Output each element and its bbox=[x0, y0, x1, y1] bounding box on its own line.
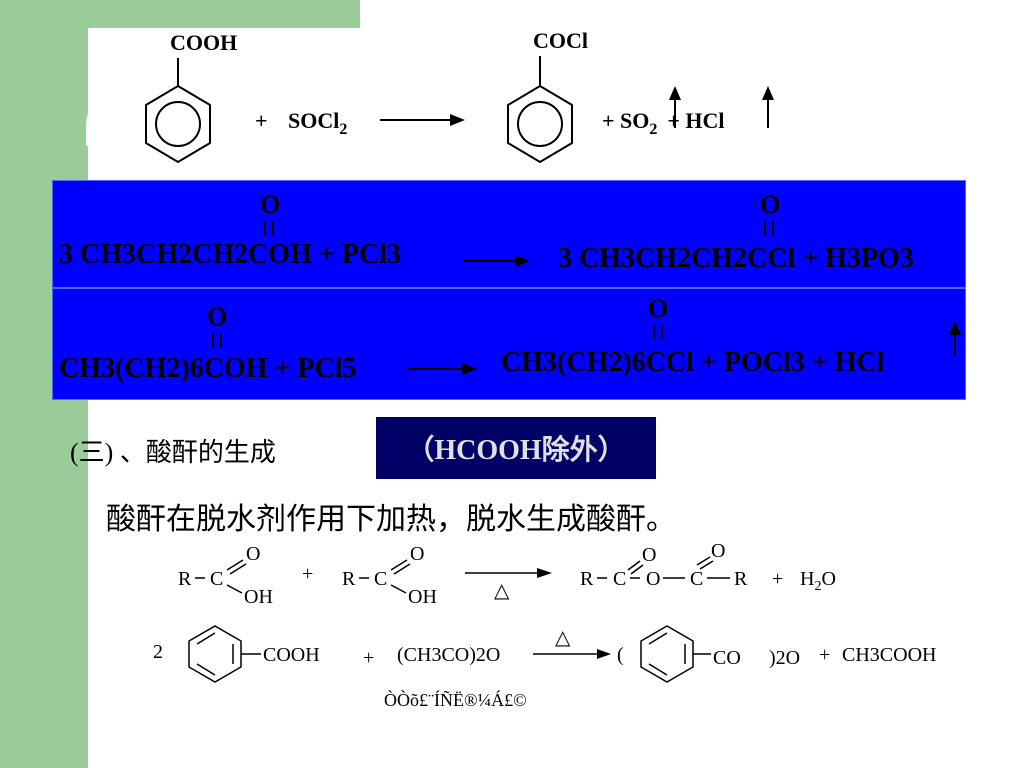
water-label: H bbox=[800, 568, 814, 590]
left-formula: 3 CH3CH2CH2COH + PCl3 bbox=[59, 239, 401, 270]
svg-text:+: + bbox=[255, 108, 268, 133]
svg-text:2: 2 bbox=[153, 641, 163, 663]
benzene-ring-4 bbox=[640, 625, 694, 683]
socl-label: SOCl bbox=[288, 108, 339, 133]
hcooh-except-badge: （HCOOH除外） bbox=[376, 417, 656, 479]
benzene-ring-1 bbox=[145, 84, 211, 164]
reaction-pcl3: O 3 CH3CH2CH2COH + PCl3 O 3 CH3CH2CH2CCl… bbox=[59, 190, 914, 274]
svg-text:C: C bbox=[210, 568, 223, 590]
reaction-benzoic-anhydride: 2 COOH + (CH3CO)2O △ ( CO )2O + CH3COOH bbox=[153, 625, 936, 683]
reaction-benzoyl-chloride: COOH + SOCl2 COCl + SO2+ HCl bbox=[145, 28, 774, 164]
heat-delta: △ bbox=[555, 627, 571, 649]
left-formula: CH3(CH2)6COH + PCl5 bbox=[59, 353, 357, 384]
svg-text:R: R bbox=[342, 568, 356, 590]
svg-text:R: R bbox=[178, 568, 192, 590]
so2-label: + SO bbox=[602, 108, 649, 133]
acetic-anhydride: (CH3CO)2O bbox=[397, 644, 500, 666]
footer-caption: ÒÒõ£¨ÍÑË®¼Á£© bbox=[384, 690, 527, 710]
svg-text:C: C bbox=[613, 568, 626, 590]
svg-text:OH: OH bbox=[408, 586, 437, 608]
reaction-pcl5: O CH3(CH2)6COH + PCl5 O CH3(CH2)6CCl + P… bbox=[59, 294, 961, 384]
benzene-ring-2 bbox=[507, 84, 573, 164]
svg-text:O: O bbox=[648, 294, 668, 323]
svg-text:+ SO2+ HCl: + SO2+ HCl bbox=[602, 108, 725, 138]
blue-box-pcl3: O 3 CH3CH2CH2COH + PCl3 O 3 CH3CH2CH2CCl… bbox=[52, 180, 966, 288]
svg-text:O: O bbox=[410, 543, 424, 565]
svg-text:H2O: H2O bbox=[800, 568, 836, 594]
cocl-label: COCl bbox=[533, 28, 588, 53]
svg-text:O: O bbox=[260, 190, 280, 219]
svg-text:+: + bbox=[302, 563, 313, 585]
top-green-bar bbox=[88, 0, 360, 28]
section-heading: (三) 、酸酐的生成 bbox=[70, 438, 276, 467]
acetic-acid: CH3COOH bbox=[842, 644, 936, 666]
svg-text:CO: CO bbox=[713, 647, 741, 669]
badge-text: （HCOOH除外） bbox=[406, 433, 625, 466]
svg-text:SOCl2: SOCl2 bbox=[288, 108, 347, 138]
svg-text:R: R bbox=[580, 568, 594, 590]
dehydration-sentence: 酸酐在脱水剂作用下加热，脱水生成酸酐。 bbox=[106, 502, 676, 537]
svg-text:)2O: )2O bbox=[769, 647, 800, 669]
blue-box-pcl5: O CH3(CH2)6COH + PCl5 O CH3(CH2)6CCl + P… bbox=[52, 288, 966, 400]
right-formula: CH3(CH2)6CCl + POCl3 + HCl bbox=[501, 347, 885, 378]
svg-text:O: O bbox=[207, 302, 227, 331]
heat-delta: △ bbox=[494, 580, 510, 602]
cooh-label: COOH bbox=[170, 30, 237, 55]
svg-text:+: + bbox=[772, 568, 783, 590]
svg-text:O: O bbox=[646, 568, 660, 590]
svg-text:O: O bbox=[642, 544, 656, 566]
svg-text:R: R bbox=[734, 568, 748, 590]
cooh-label: COOH bbox=[263, 644, 320, 666]
right-formula: 3 CH3CH2CH2CCl + H3PO3 bbox=[558, 243, 914, 274]
svg-text:O: O bbox=[711, 540, 725, 562]
svg-text:O: O bbox=[246, 543, 260, 565]
svg-text:+: + bbox=[819, 644, 830, 666]
svg-text:O: O bbox=[760, 190, 780, 219]
svg-text:(: ( bbox=[617, 644, 624, 666]
svg-text:C: C bbox=[374, 568, 387, 590]
svg-text:OH: OH bbox=[244, 586, 273, 608]
benzene-ring-3 bbox=[188, 625, 242, 683]
reaction-anhydride-general: R C O OH + R C O OH △ R C O O C O R + bbox=[178, 540, 836, 608]
svg-text:+: + bbox=[363, 647, 374, 669]
svg-text:C: C bbox=[690, 568, 703, 590]
